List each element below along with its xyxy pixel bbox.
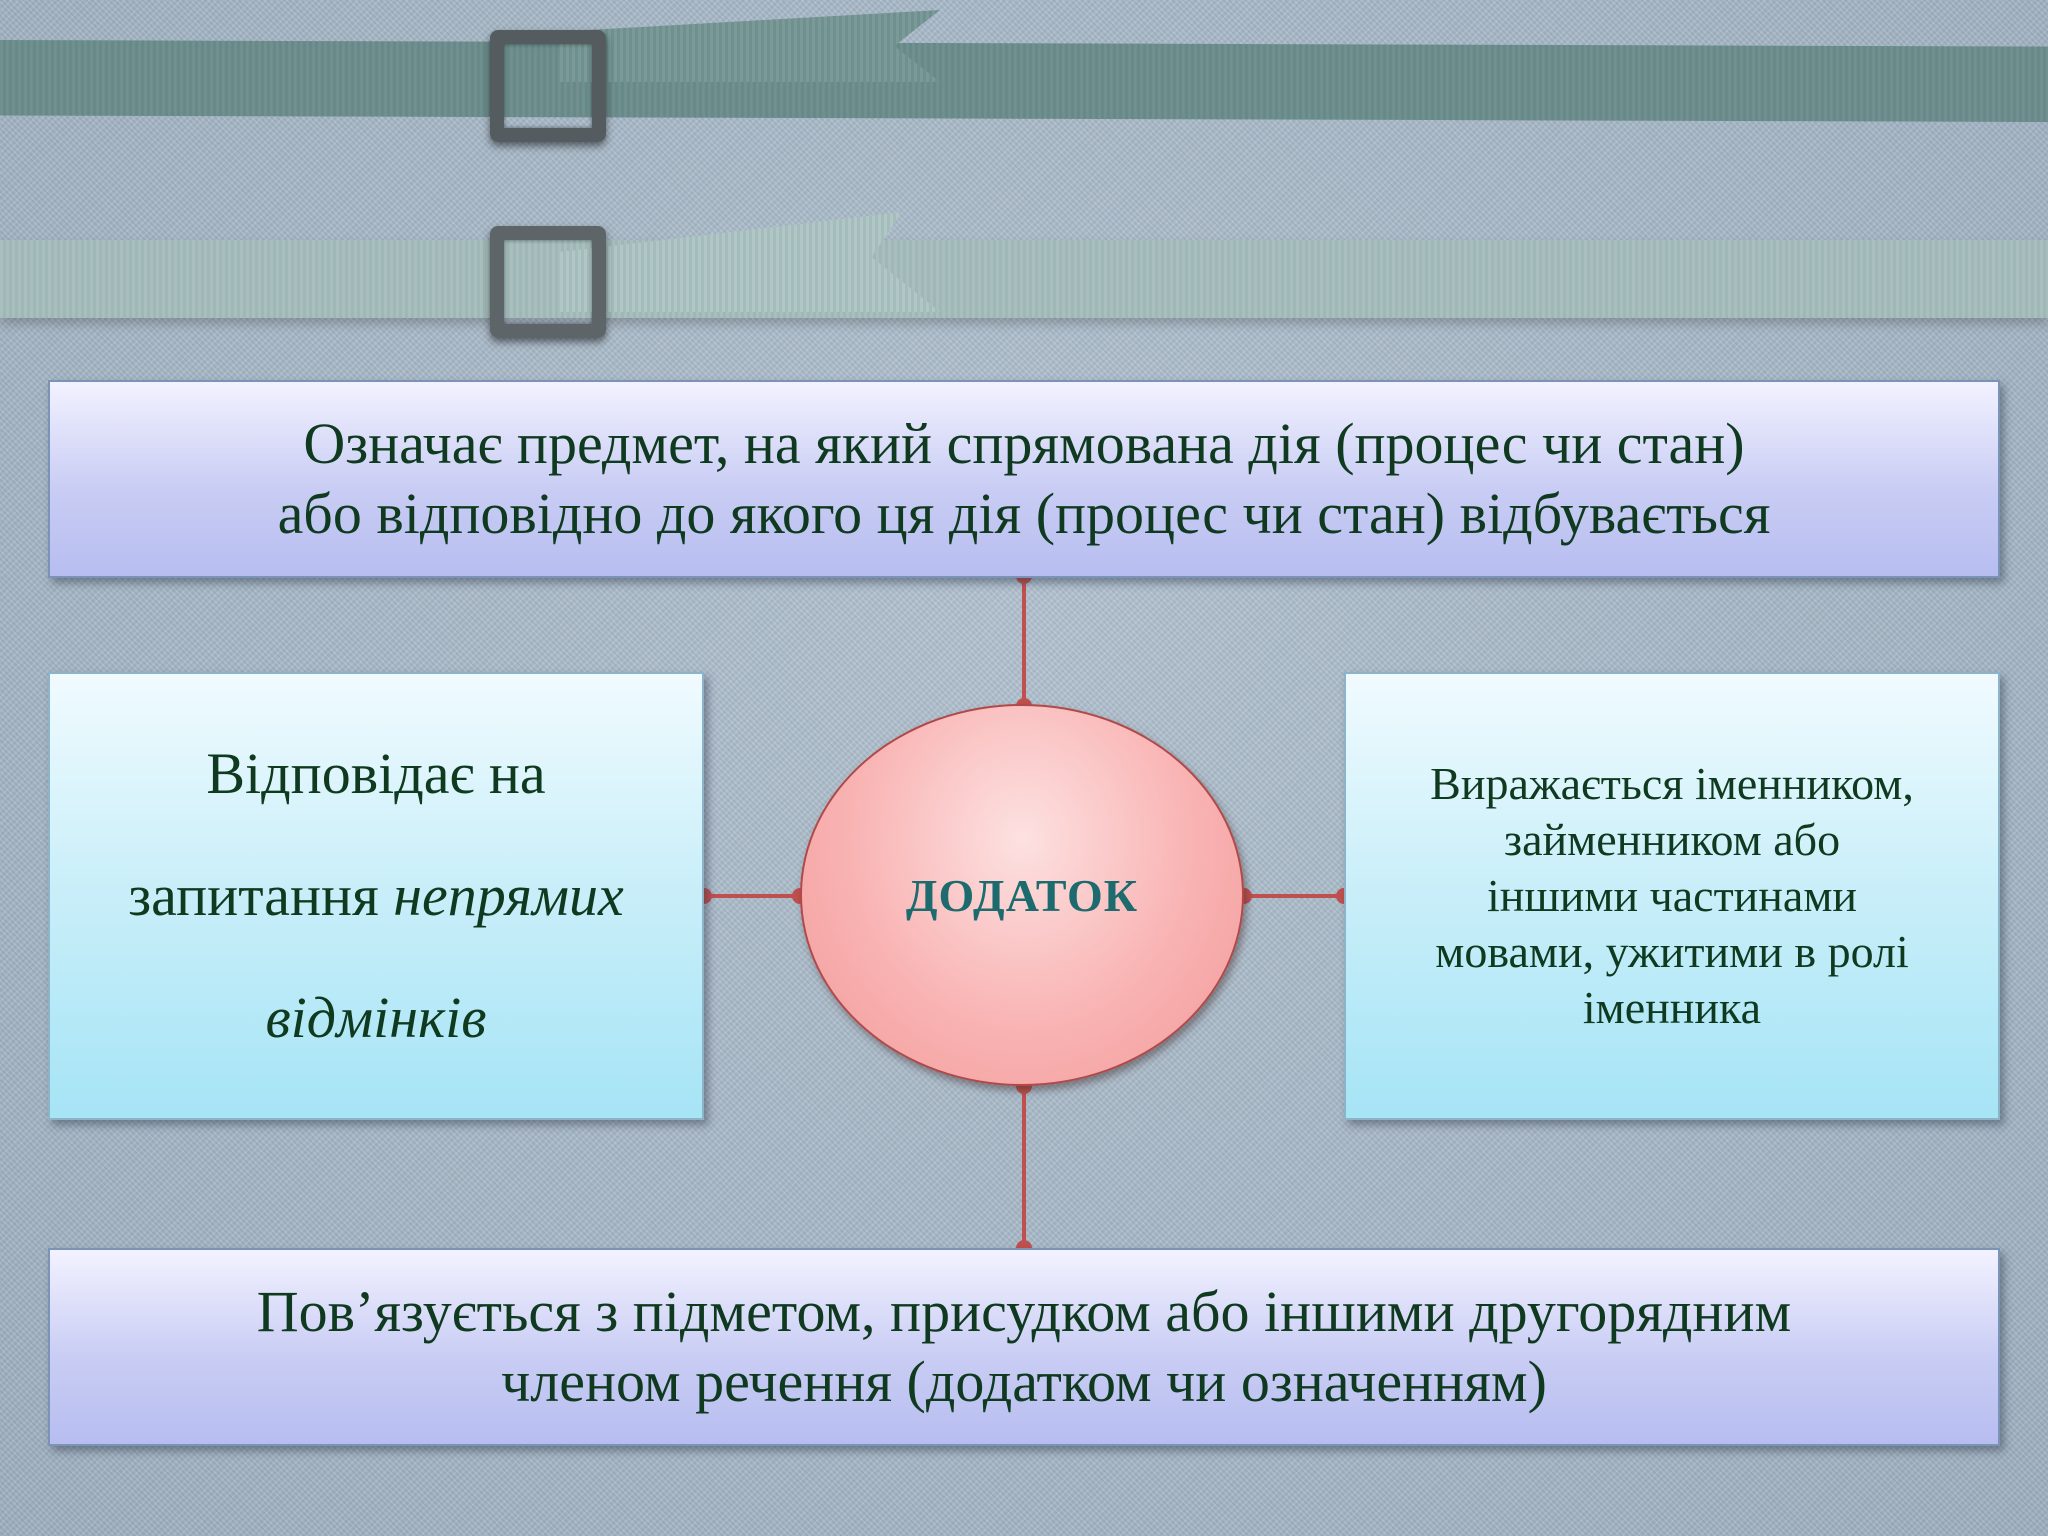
top-box-line: або відповідно до якого ця дія (процес ч…: [277, 481, 1771, 546]
definition-box-top: Означає предмет, на який спрямована дія …: [48, 380, 2000, 578]
center-node: ДОДАТОК: [800, 704, 1244, 1086]
center-label: ДОДАТОК: [905, 869, 1139, 921]
bottom-box-line: членом речення (додатком чи означенням): [501, 1349, 1547, 1414]
bottom-box-line: Пов’язується з підметом, присудком або і…: [256, 1279, 1792, 1345]
buckle-bottom: [490, 226, 606, 338]
relation-box-bottom: Пов’язується з підметом, присудком або і…: [48, 1248, 2000, 1446]
right-box-line: іменника: [1582, 982, 1762, 1034]
ribbon-bottom: [0, 240, 2048, 318]
expression-box-right: Виражається іменником, займенником або і…: [1344, 672, 2000, 1120]
question-box-left: Відповідає на запитання непрямих відмінк…: [48, 672, 704, 1120]
left-box-line: запитання непрямих: [128, 835, 624, 957]
buckle-top: [490, 30, 606, 142]
right-box-line: Виражається іменником,: [1430, 757, 1914, 809]
left-box-line: Відповідає на: [206, 741, 546, 807]
left-box-italic-text: непрямих: [393, 863, 624, 929]
top-box-line: Означає предмет, на який спрямована дія …: [303, 411, 1745, 477]
ribbon-top: [0, 40, 2048, 122]
right-box-line: займенником або: [1503, 813, 1841, 865]
right-box-line: мовами, ужитими в ролі: [1435, 926, 1909, 978]
left-box-plain-text: запитання: [128, 863, 394, 929]
right-box-line: іншими частинами: [1486, 869, 1858, 921]
left-box-italic-line: відмінків: [265, 984, 487, 1050]
